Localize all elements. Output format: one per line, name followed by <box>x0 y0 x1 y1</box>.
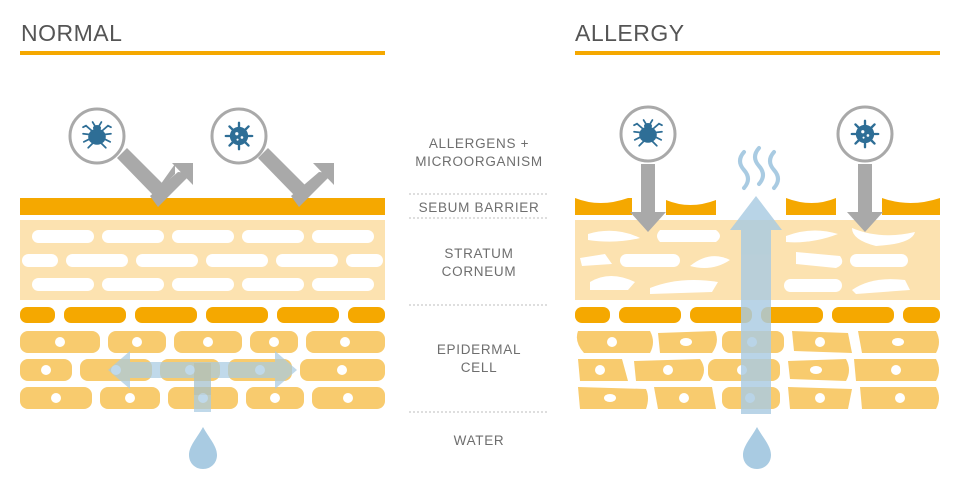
label-stratum-corneum: STRATUM CORNEUM <box>394 245 564 281</box>
label-epidermal-line1: EPIDERMAL <box>436 342 522 357</box>
normal-allergen-arrows <box>117 148 334 207</box>
allergy-panel <box>575 105 940 469</box>
allergy-stratum-cells <box>580 228 915 294</box>
normal-bacteria-icon <box>210 107 268 165</box>
allergy-title-underline <box>575 51 940 55</box>
allergy-sebum-layer <box>575 198 940 215</box>
allergy-bacteria-icon <box>836 105 894 163</box>
normal-water-drop-icon <box>189 427 217 469</box>
allergy-vapor-icon <box>738 146 780 190</box>
label-allergens: ALLERGENS + MICROORGANISM <box>394 135 564 171</box>
allergy-mite-icon <box>619 105 677 163</box>
label-sebum-barrier: SEBUM BARRIER <box>418 200 540 215</box>
normal-stratum-cells <box>22 230 383 291</box>
label-allergens-line2: MICROORGANISM <box>415 154 543 169</box>
allergy-water-drop-icon <box>743 427 771 469</box>
label-allergens-line1: ALLERGENS + <box>428 136 530 151</box>
allergy-basal-row <box>575 307 940 323</box>
normal-title-underline <box>20 51 385 55</box>
normal-title: NORMAL <box>21 20 123 46</box>
normal-panel <box>20 107 385 469</box>
normal-sebum-layer <box>20 198 385 215</box>
label-stratum-line2: CORNEUM <box>441 264 517 279</box>
label-epidermal-cell: EPIDERMAL CELL <box>394 341 564 377</box>
normal-mite-icon <box>68 107 126 165</box>
allergy-title: ALLERGY <box>575 20 685 46</box>
normal-water-retention-arrow <box>108 351 297 412</box>
label-stratum-line1: STRATUM <box>444 246 514 261</box>
allergy-water-loss-arrow <box>730 196 782 414</box>
normal-basal-row <box>20 307 385 323</box>
allergy-allergen-arrows <box>630 164 883 232</box>
label-dividers <box>409 193 549 413</box>
label-epidermal-line2: CELL <box>460 360 498 375</box>
label-water: WATER <box>453 433 505 448</box>
